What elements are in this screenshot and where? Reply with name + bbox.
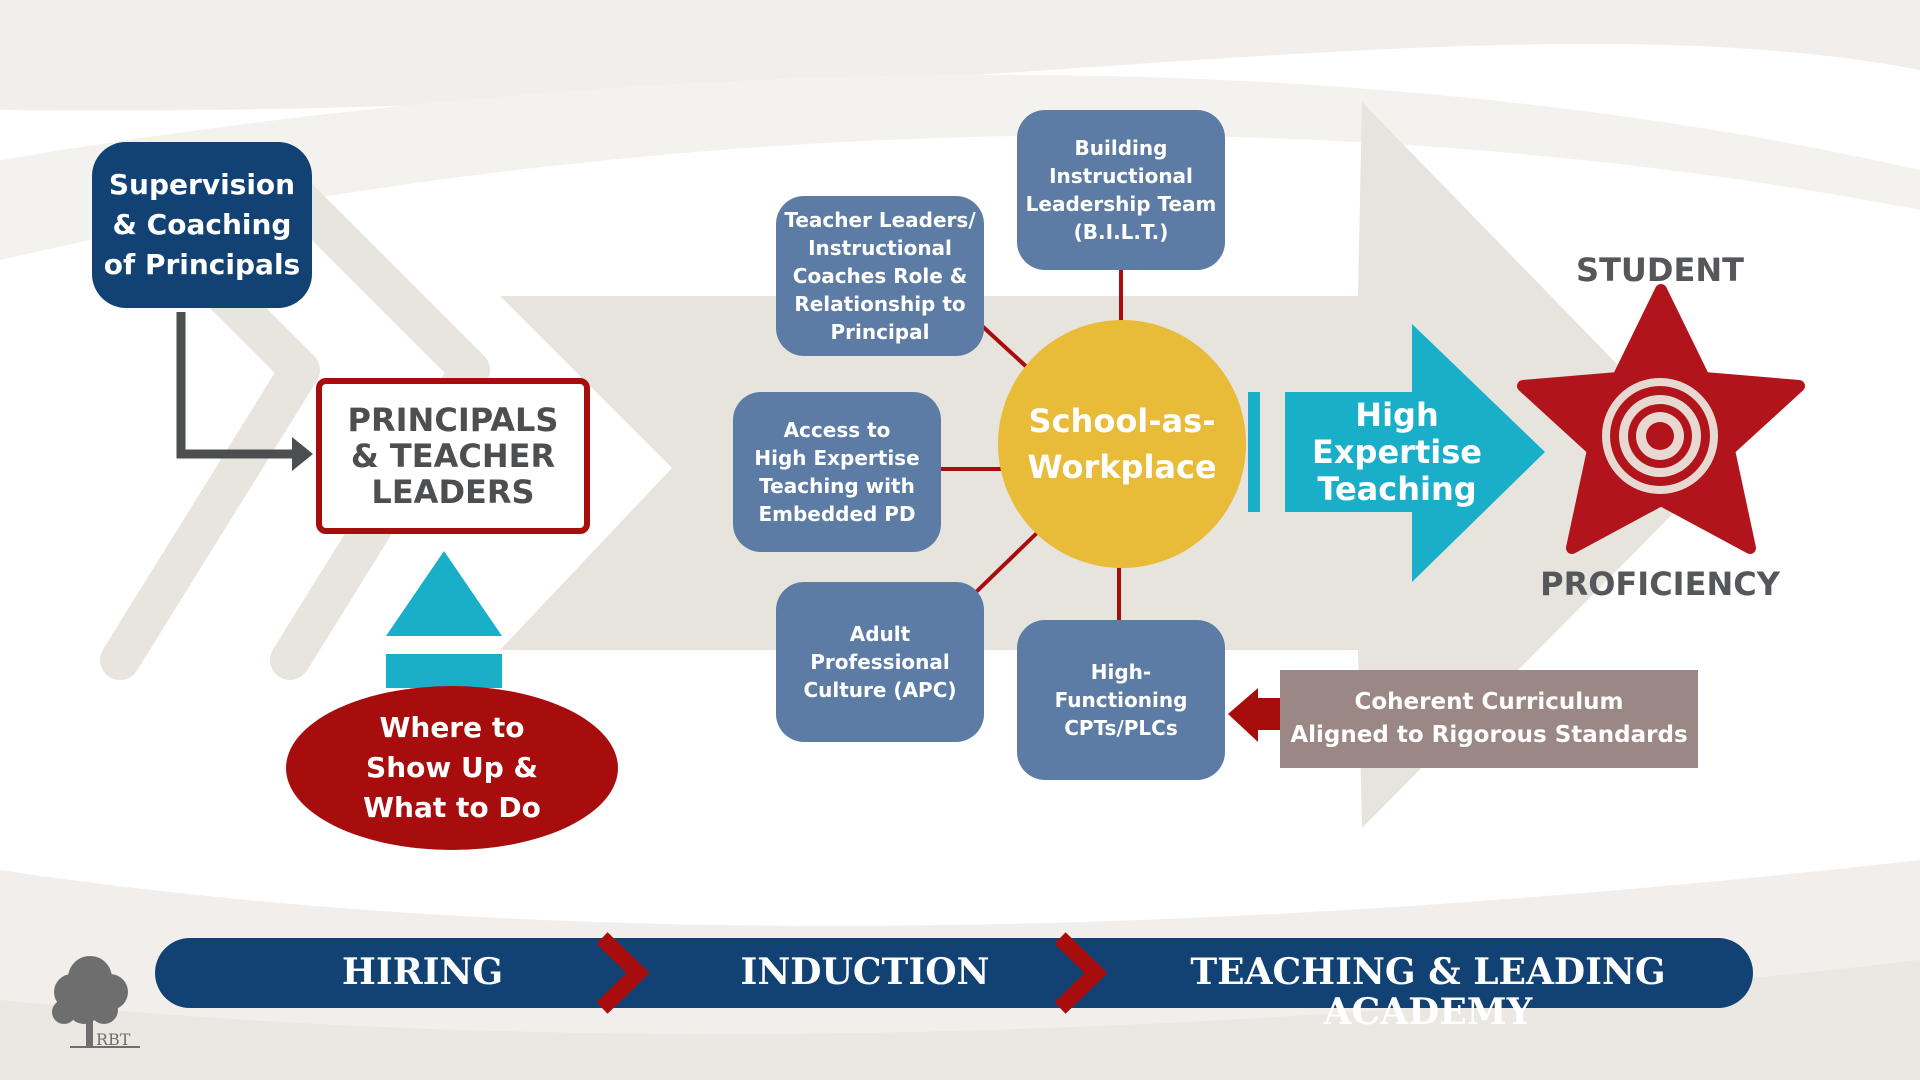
curriculum-red-arrow [1228, 688, 1280, 742]
logo-text: RBT [96, 1030, 131, 1049]
where-to-show-up-label: Where to Show Up & What to Do [363, 711, 541, 824]
high-expertise-teaching-label: High Expertise Teaching [1312, 395, 1482, 508]
teacher-leaders-box: Teacher Leaders/ Instructional Coaches R… [776, 196, 984, 356]
student-label: STUDENT [1576, 251, 1744, 289]
principals-teacher-leaders-label: PRINCIPALS & TEACHER LEADERS [347, 401, 559, 511]
up-arrow-stem [386, 654, 502, 688]
school-as-workplace-label: School-as- Workplace [1027, 402, 1217, 486]
timeline-chevron-2 [1054, 932, 1108, 1014]
background-swoosh-top [0, 0, 1920, 111]
access-high-expertise-label: Access to High Expertise Teaching with E… [754, 418, 920, 526]
timeline-bar [155, 938, 1753, 1008]
high-expertise-teaching-text: High Expertise Teaching [1288, 392, 1506, 512]
supervision-coaching-box: Supervision & Coaching of Principals [92, 142, 312, 308]
timeline-teaching-leading-academy: TEACHING & LEADING ACADEMY [1190, 951, 1666, 1033]
supervision-coaching-label: Supervision & Coaching of Principals [103, 168, 301, 281]
adult-professional-culture-label: Adult Professional Culture (APC) [803, 622, 957, 702]
timeline-chevron-1 [596, 932, 650, 1014]
bilt-label: Building Instructional Leadership Team (… [1025, 136, 1217, 244]
coherent-curriculum-box: Coherent Curriculum Aligned to Rigorous … [1280, 670, 1698, 768]
coherent-curriculum-label: Coherent Curriculum Aligned to Rigorous … [1290, 689, 1688, 748]
bilt-box: Building Instructional Leadership Team (… [1017, 110, 1225, 270]
spoke-teacher-leaders [979, 323, 1032, 372]
background-swoosh-bottom [0, 960, 1920, 1080]
access-high-expertise-box: Access to High Expertise Teaching with E… [733, 392, 941, 552]
teacher-leaders-label: Teacher Leaders/ Instructional Coaches R… [784, 208, 976, 344]
spoke-apc [972, 528, 1042, 596]
background-swoosh-upper [0, 74, 1920, 261]
tree-logo-icon [52, 956, 140, 1048]
timeline-hiring: HIRING [341, 951, 504, 993]
school-as-workplace-hub: School-as- Workplace [998, 320, 1246, 568]
adult-professional-culture-box: Adult Professional Culture (APC) [776, 582, 984, 742]
principals-teacher-leaders-box: PRINCIPALS & TEACHER LEADERS [316, 378, 590, 534]
where-to-show-up-ellipse: Where to Show Up & What to Do [286, 686, 618, 850]
timeline-induction: INDUCTION [740, 951, 990, 993]
supervision-connector-arrow [176, 312, 298, 459]
chevron-stroke-2 [270, 170, 490, 680]
supervision-connector-arrowhead [292, 437, 313, 471]
cpts-plcs-label: High- Functioning CPTs/PLCs [1054, 660, 1188, 740]
target-icon [1602, 378, 1718, 494]
up-arrow-head [386, 551, 502, 636]
high-expertise-arrow [1285, 324, 1545, 582]
proficiency-label: PROFICIENCY [1540, 565, 1780, 603]
cpts-plcs-box: High- Functioning CPTs/PLCs [1017, 620, 1225, 780]
hub-cyan-bar [1248, 392, 1260, 512]
